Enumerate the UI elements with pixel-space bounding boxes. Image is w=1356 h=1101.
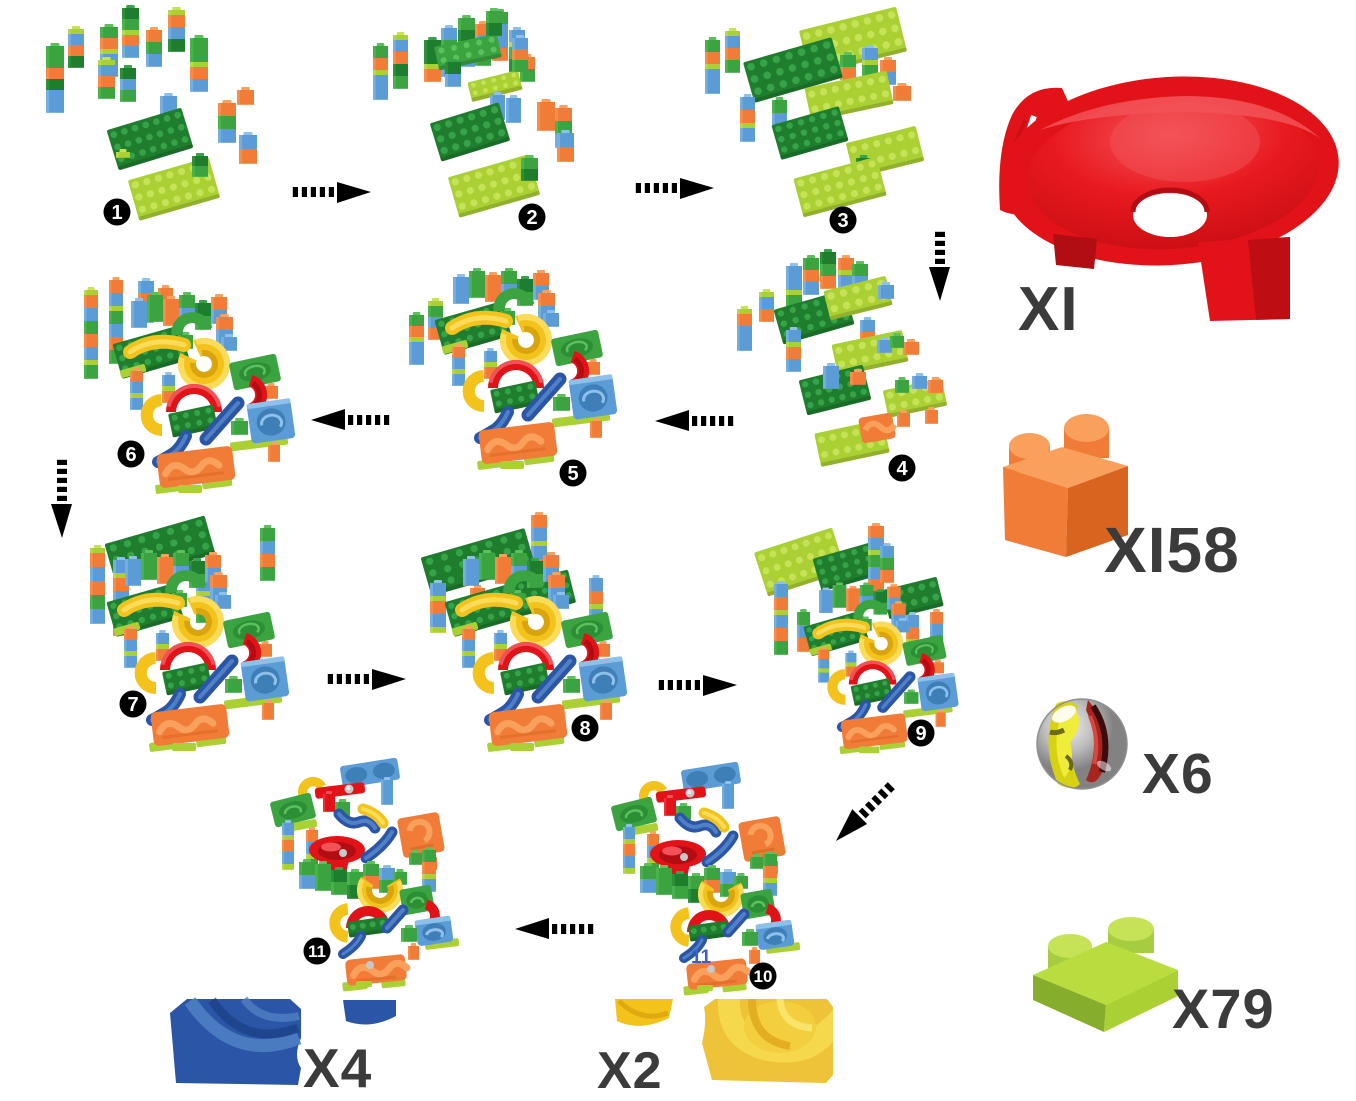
svg-text:4: 4 [896,458,908,480]
svg-text:1: 1 [111,202,122,224]
svg-text:3: 3 [837,210,848,232]
svg-text:11: 11 [308,942,326,961]
svg-text:XI: XI [1018,275,1079,344]
svg-text:X6: X6 [1142,742,1214,806]
svg-text:2: 2 [526,207,537,229]
svg-text:X79: X79 [1172,977,1275,1040]
svg-text:X4: X4 [303,1037,372,1096]
svg-text:X2: X2 [597,1042,663,1096]
svg-text:9: 9 [915,723,926,745]
svg-text:6: 6 [125,444,136,466]
svg-text:7: 7 [127,694,138,716]
svg-text:10: 10 [754,967,773,986]
svg-text:11: 11 [691,947,712,968]
svg-text:8: 8 [579,718,590,740]
svg-text:5: 5 [567,463,578,485]
svg-text:XI58: XI58 [1104,514,1240,586]
